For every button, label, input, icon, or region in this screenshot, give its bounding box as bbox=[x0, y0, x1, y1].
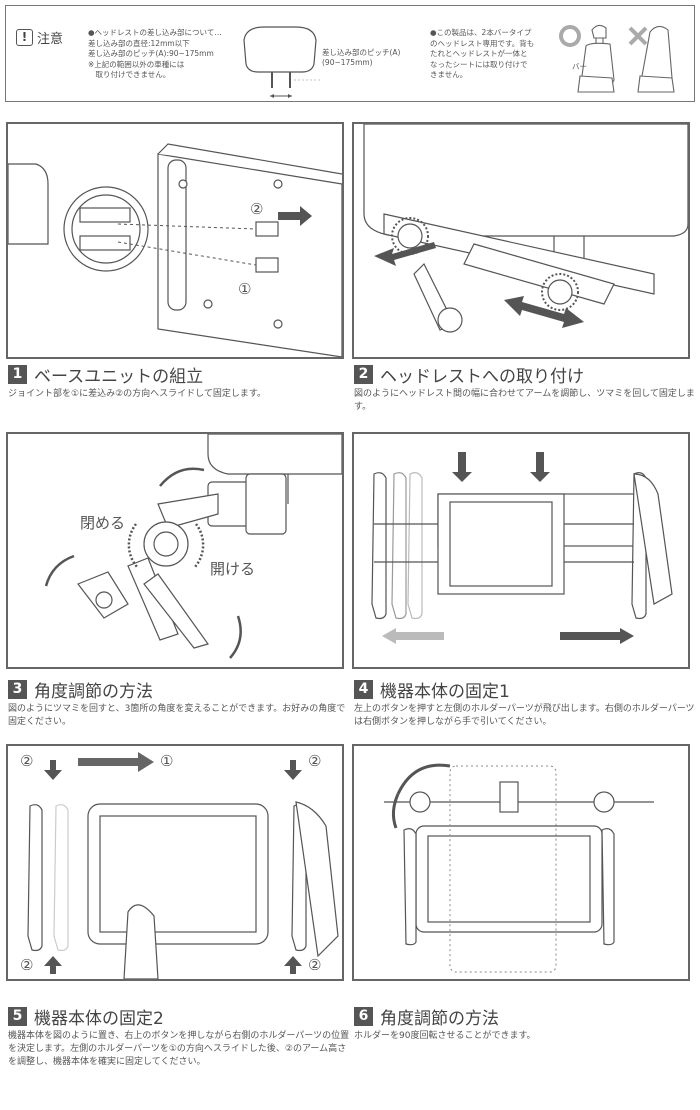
arrow-left-right-icon bbox=[504, 296, 584, 328]
arrow-down-icon bbox=[452, 452, 472, 482]
arrow-right-icon bbox=[278, 206, 312, 226]
pitch-note: 差し込み部のピッチ(A) (90~175mm) bbox=[322, 48, 400, 68]
notice-line: なったシートには取り付けで bbox=[430, 59, 528, 69]
step-5-description: 機器本体を図のように置き、右上のボタンを押しながら右側のホルダーパーツの位置を決… bbox=[8, 1031, 350, 1067]
step-2-illustration bbox=[352, 122, 690, 359]
step-5-illustration: ② ① ② ② ② bbox=[6, 744, 344, 981]
rotate-arrow-icon bbox=[229, 615, 242, 659]
arrow-left-icon bbox=[382, 628, 444, 644]
notice-line: ※上記の範囲以外の車種には bbox=[88, 59, 185, 69]
step-4-heading: 4 機器本体の固定1 bbox=[354, 677, 510, 702]
pitch-note-line: 差し込み部のピッチ(A) bbox=[322, 48, 401, 57]
step-number: 1 bbox=[8, 365, 27, 384]
notice-label: ! 注意 bbox=[16, 28, 63, 47]
callout-1: ① bbox=[160, 752, 174, 770]
step-6-illustration bbox=[352, 744, 690, 981]
step-title: 機器本体の固定2 bbox=[34, 1009, 164, 1029]
exclamation-icon: ! bbox=[16, 29, 33, 46]
step-5-heading: 5 機器本体の固定2 bbox=[8, 1004, 164, 1029]
step-number: 3 bbox=[8, 680, 27, 699]
step-number: 2 bbox=[354, 365, 373, 384]
notice-line: ●この製品は、2本バータイプ bbox=[430, 28, 532, 37]
headrest-pitch-illustration bbox=[243, 26, 322, 98]
step-number: 6 bbox=[354, 1007, 373, 1026]
notice-two-bar-only: ●この製品は、2本バータイプ のヘッドレスト専用です。背も たれとヘッドレストが… bbox=[430, 28, 548, 81]
step-3-description: 図のようにツマミを回すと、3箇所の角度を変えることができます。お好みの角度で固定… bbox=[8, 704, 346, 727]
step-3-heading: 3 角度調節の方法 bbox=[8, 677, 153, 702]
step-2-description: 図のようにヘッドレスト間の幅に合わせてアームを調節し、ツマミを回して固定します。 bbox=[354, 389, 695, 412]
rotate-arrow-icon bbox=[159, 467, 205, 487]
rotate-arrow-icon bbox=[396, 763, 451, 795]
ng-cross-icon bbox=[628, 26, 648, 46]
callout-2: ② bbox=[308, 752, 322, 770]
step-6-description: ホルダーを90度回転させることができます。 bbox=[354, 1031, 536, 1041]
arrow-right-icon bbox=[560, 628, 634, 644]
step-number: 5 bbox=[8, 1007, 27, 1026]
notice-line: 取り付けできません。 bbox=[88, 70, 171, 79]
rotate-arrow-icon bbox=[44, 554, 75, 587]
notice-line: ●ヘッドレストの差し込み部について… bbox=[88, 28, 222, 37]
arrow-down-icon bbox=[284, 760, 302, 780]
bar-label: バー bbox=[572, 62, 587, 71]
pitch-note-line: (90~175mm) bbox=[322, 58, 373, 67]
notice-line: 差し込み部のピッチ(A):90~175mm bbox=[88, 49, 214, 58]
callout-2: ② bbox=[250, 200, 264, 218]
arrow-up-icon bbox=[44, 956, 62, 974]
step-6-heading: 6 角度調節の方法 bbox=[354, 1004, 499, 1029]
step-number: 4 bbox=[354, 680, 373, 699]
callout-2: ② bbox=[20, 752, 34, 770]
notice-box: ! 注意 ●ヘッドレストの差し込み部について… 差し込み部の直径:12mm以下 … bbox=[5, 5, 695, 102]
step-title: 機器本体の固定1 bbox=[380, 682, 510, 702]
notice-line: 差し込み部の直径:12mm以下 bbox=[88, 38, 190, 48]
step-1-description: ジョイント部を①に差込み②の方向へスライドして固定します。 bbox=[8, 389, 266, 399]
notice-line: のヘッドレスト専用です。背も bbox=[430, 38, 535, 48]
rotated-outline bbox=[449, 765, 557, 973]
callout-2: ② bbox=[308, 956, 322, 974]
callout-2: ② bbox=[20, 956, 34, 974]
step-title: ベースユニットの組立 bbox=[34, 367, 204, 387]
callout-1: ① bbox=[238, 280, 252, 298]
arrow-left-right-icon bbox=[374, 242, 436, 266]
step-title: 角度調節の方法 bbox=[34, 682, 153, 702]
notice-line: きません。 bbox=[430, 70, 468, 79]
ok-circle-icon bbox=[559, 25, 581, 47]
step-4-description: 左上のボタンを押すと左側のホルダーパーツが飛び出します。右側のホルダーパーツは右… bbox=[354, 704, 695, 727]
seat-compatibility-illustration bbox=[559, 24, 675, 93]
arrow-down-icon bbox=[44, 760, 62, 780]
step-1-heading: 1 ベースユニットの組立 bbox=[8, 362, 203, 387]
notice-title: 注意 bbox=[37, 32, 64, 47]
step-2-heading: 2 ヘッドレストへの取り付け bbox=[354, 362, 584, 387]
notice-line: たれとヘッドレストが一体と bbox=[430, 49, 528, 58]
step-4-illustration bbox=[352, 432, 690, 669]
step-3-illustration: 閉める 開ける bbox=[6, 432, 344, 669]
arrow-right-icon bbox=[78, 752, 154, 772]
notice-headrest-spec: ●ヘッドレストの差し込み部について… 差し込み部の直径:12mm以下 差し込み部… bbox=[88, 28, 238, 81]
step-title: ヘッドレストへの取り付け bbox=[380, 367, 584, 387]
callout-close: 閉める bbox=[80, 514, 126, 532]
arrow-down-icon bbox=[530, 452, 550, 482]
step-1-illustration: ② ① bbox=[6, 122, 344, 359]
step-title: 角度調節の方法 bbox=[380, 1009, 499, 1029]
arrow-up-icon bbox=[284, 956, 302, 974]
callout-open: 開ける bbox=[210, 560, 256, 578]
